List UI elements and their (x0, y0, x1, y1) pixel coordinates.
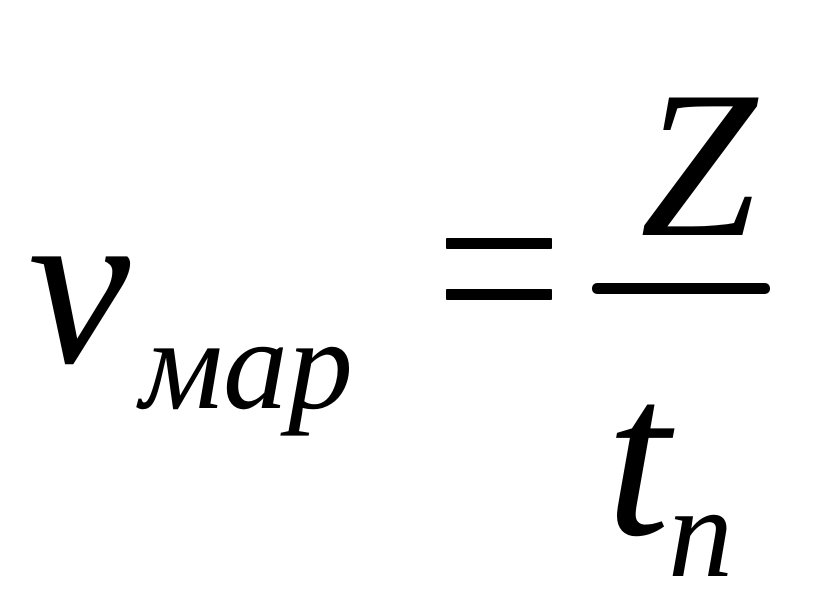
lhs-symbol: v (28, 157, 131, 412)
equals-sign (446, 238, 552, 300)
fraction-bar (592, 283, 770, 294)
equals-bar-top (446, 238, 552, 249)
fraction-numerator: Z (640, 49, 757, 281)
equals-bar-bottom (446, 289, 552, 300)
fraction-denominator-symbol: t (606, 329, 670, 584)
fraction-denominator-subscript: n (668, 461, 733, 605)
lhs-subscript: мар (140, 293, 353, 437)
